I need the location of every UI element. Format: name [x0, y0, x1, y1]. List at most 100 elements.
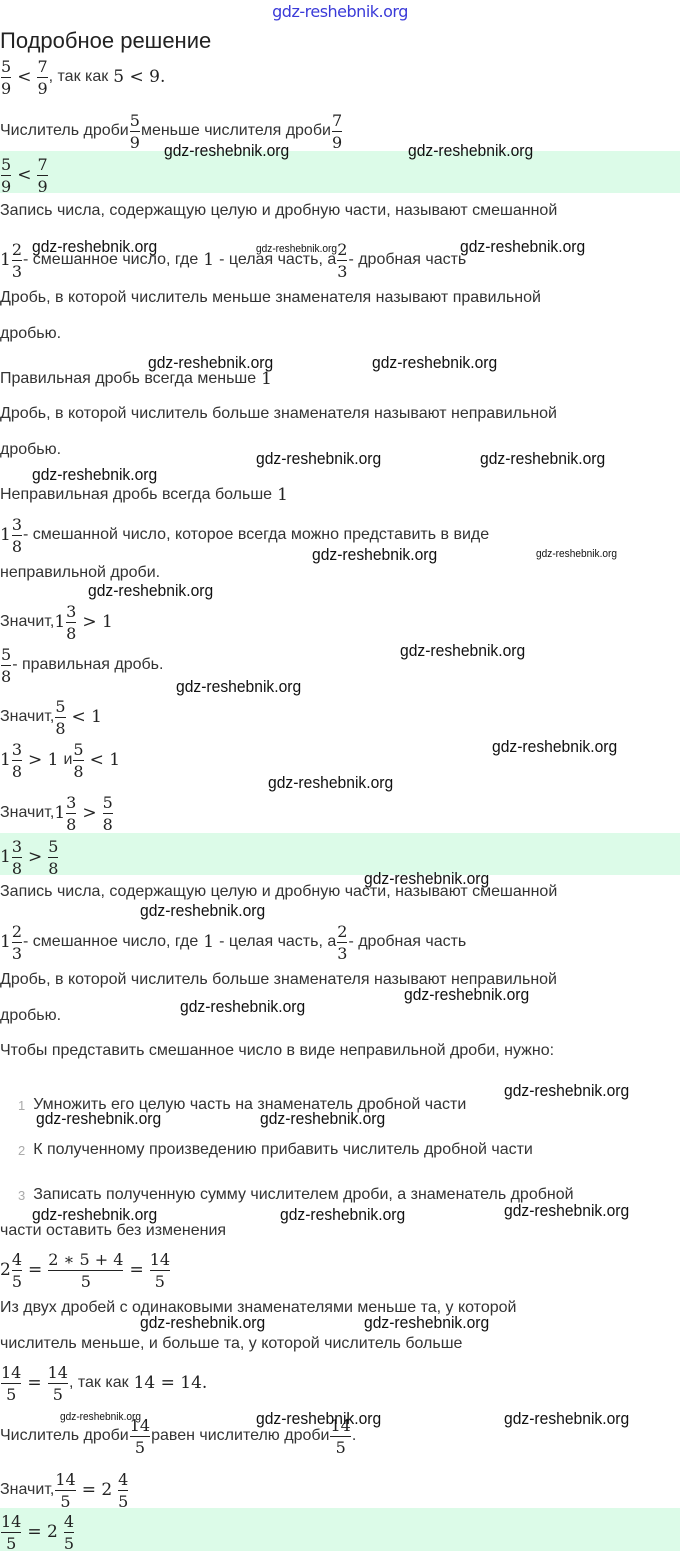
- text-line: Из двух дробей с одинаковыми знаменателя…: [0, 1286, 516, 1330]
- math-expression: >: [82, 803, 97, 823]
- fraction-denominator: 9: [37, 176, 48, 194]
- math-expression: 1: [261, 369, 272, 389]
- fraction-numerator: 14: [55, 1469, 76, 1489]
- fraction-numerator: 7: [37, 154, 48, 174]
- watermark-text: gdz-reshebnik.org: [268, 773, 394, 792]
- text-line: Запись числа, содержащую целую и дробную…: [0, 189, 557, 233]
- watermark-text: gdz-reshebnik.org: [460, 237, 586, 256]
- fraction-numerator: 14: [1, 1511, 22, 1531]
- fraction-bar: [1, 1382, 22, 1384]
- math-expression: 1: [277, 485, 288, 505]
- watermark-text: gdz-reshebnik.org: [280, 1205, 406, 1224]
- line-text: неправильной дроби.: [0, 564, 161, 581]
- watermark-text: gdz-reshebnik.org: [400, 641, 526, 660]
- line-text: Дробь, в которой числитель меньше знамен…: [0, 289, 541, 306]
- math-expression: = 2: [81, 1480, 113, 1500]
- line-text: - целая часть, а: [219, 251, 337, 268]
- fraction-numerator: 14: [330, 1415, 351, 1435]
- fraction-denominator: 8: [1, 666, 12, 686]
- fraction-denominator: 5: [6, 1533, 17, 1551]
- line-text: - дробная часть: [348, 251, 467, 268]
- text-line: дробью.: [0, 428, 61, 472]
- watermark-text: gdz-reshebnik.org: [140, 1313, 266, 1332]
- line-text: Чтобы представить смешанное число в виде…: [0, 1042, 555, 1059]
- fraction-denominator: 5: [11, 1271, 23, 1291]
- watermark-text: gdz-reshebnik.org: [536, 548, 618, 560]
- watermark-text: gdz-reshebnik.org: [32, 465, 158, 484]
- watermark-text: gdz-reshebnik.org: [364, 869, 490, 888]
- fraction-bar: [48, 1269, 124, 1271]
- fraction-bar: [1, 174, 12, 176]
- watermark-text: gdz-reshebnik.org: [148, 353, 274, 372]
- mixed-whole-part: 1: [54, 612, 66, 632]
- text-line: Дробь, в которой числитель меньше знамен…: [0, 276, 541, 320]
- watermark-text: gdz-reshebnik.org: [140, 901, 266, 920]
- fraction-numerator: 2: [337, 921, 348, 941]
- line-text: Запись числа, содержащую целую и дробную…: [0, 883, 558, 900]
- fraction-numerator: 2 ∗ 5 + 4: [48, 1249, 124, 1269]
- fraction-denominator: 3: [337, 261, 348, 281]
- fraction-denominator: 8: [66, 814, 77, 834]
- math-expression: = 2: [27, 1522, 58, 1542]
- line-text: Дробь, в которой числитель больше знамен…: [0, 405, 557, 422]
- list-number: 1: [18, 1097, 26, 1113]
- fraction-bar: [129, 1435, 151, 1437]
- line-text: Значит,: [0, 804, 55, 821]
- watermark-text: gdz-reshebnik.org: [504, 1201, 630, 1220]
- text-line: 1 Умножить его целую часть на знаменатель…: [0, 1083, 466, 1127]
- mixed-whole-part: 1: [0, 932, 11, 952]
- line-text: части оставить без изменения: [0, 1222, 227, 1239]
- mixed-whole-part: 1: [0, 250, 11, 270]
- fraction-denominator: 9: [129, 132, 140, 152]
- text-line: дробью.: [0, 994, 61, 1038]
- watermark-text: gdz-reshebnik.org: [36, 1109, 162, 1128]
- line-text: Умножить его целую часть на знаменатель …: [33, 1096, 467, 1113]
- fraction-denominator: 8: [66, 623, 77, 643]
- fraction-numerator: 4: [118, 1469, 129, 1489]
- line-text: .: [351, 1427, 357, 1444]
- fraction-numerator: 7: [37, 56, 48, 76]
- fraction-denominator: 3: [337, 943, 348, 963]
- math-expression: 14 = 14.: [133, 1373, 208, 1393]
- fraction-denominator: 5: [80, 1271, 91, 1291]
- fraction-denominator: 3: [11, 943, 23, 963]
- fraction-bar: [47, 1382, 68, 1384]
- watermark-text: gdz-reshebnik.org: [256, 449, 382, 468]
- watermark-text: gdz-reshebnik.org: [60, 1411, 142, 1423]
- line-text: Значит,: [0, 613, 55, 630]
- text-line: неправильной дроби.: [0, 551, 160, 595]
- fraction-bar: [55, 716, 66, 718]
- fraction-denominator: 5: [52, 1384, 63, 1404]
- mixed-whole-part: 1: [0, 847, 11, 867]
- math-expression: 5 < 9.: [113, 67, 166, 87]
- watermark-text: gdz-reshebnik.org: [32, 1205, 158, 1224]
- text-line: Правильная дробь всегда меньше 1: [0, 357, 277, 401]
- fraction-denominator: 5: [118, 1491, 129, 1511]
- mixed-whole-part: 2: [0, 1260, 11, 1280]
- watermark-text: gdz-reshebnik.org: [504, 1409, 630, 1428]
- fraction-bar: [11, 941, 23, 943]
- fraction-numerator: 7: [331, 110, 343, 130]
- watermark-text: gdz-reshebnik.org: [492, 737, 618, 756]
- fraction-numerator: 5: [55, 696, 66, 716]
- watermark-text: gdz-reshebnik.org: [480, 449, 606, 468]
